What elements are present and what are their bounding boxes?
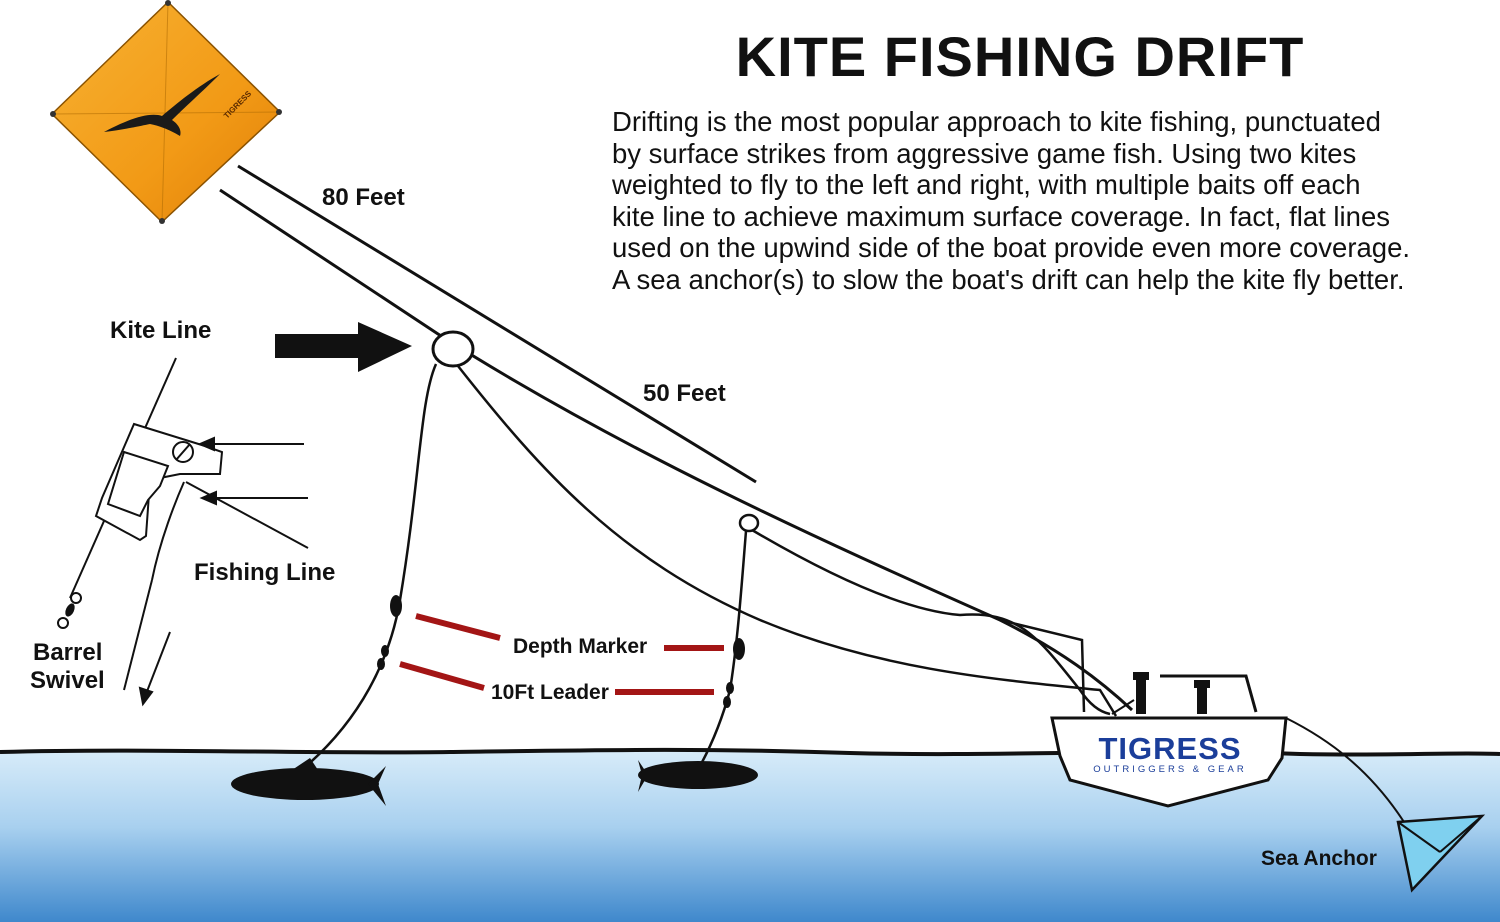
label-swivel: Swivel (30, 667, 105, 694)
description-line: by surface strikes from aggressive game … (612, 137, 1357, 169)
fish-icon (231, 758, 386, 806)
depth-marker-float-1 (390, 595, 402, 617)
description-paragraph: Drifting is the most popular approach to… (612, 106, 1472, 295)
leader-bead-2b (723, 696, 731, 708)
label-depth-marker: Depth Marker (513, 635, 648, 658)
label-barrel: Barrel (33, 639, 103, 666)
bird-icon (104, 74, 220, 136)
leader-bead-1b (377, 658, 385, 670)
boat-icon (1050, 672, 1405, 823)
description-line: kite line to achieve maximum surface cov… (612, 200, 1390, 232)
description-line: A sea anchor(s) to slow the boat's drift… (612, 263, 1405, 295)
label-sea-anchor: Sea Anchor (1261, 847, 1377, 870)
brand-logo-tagline: OUTRIGGERS & GEAR (1093, 764, 1247, 775)
brand-logo-name: TIGRESS (1098, 731, 1242, 766)
arrow-right-icon (275, 322, 412, 372)
release-ring-small (738, 513, 760, 533)
depth-marker-pointers (399, 613, 724, 695)
fish-icon (638, 760, 758, 792)
leader-bead-1a (381, 645, 389, 657)
release-clip-icon (69, 357, 309, 691)
description-line: used on the upwind side of the boat prov… (612, 232, 1411, 263)
pointer-arrows (138, 436, 308, 707)
fishing-line-to-boat-2 (751, 528, 1111, 716)
fishing-line-to-boat-1 (457, 365, 1118, 717)
kite-line-main (219, 188, 1134, 712)
kite-icon (50, 0, 282, 224)
page-title: KITE FISHING DRIFT (735, 25, 1305, 88)
description-line: weighted to fly to the left and right, w… (612, 169, 1361, 200)
label-50-feet: 50 Feet (643, 380, 726, 407)
release-ring-large (431, 330, 475, 368)
barrel-swivel-icon (57, 592, 82, 629)
label-10ft-leader: 10Ft Leader (491, 681, 609, 704)
description-line: Drifting is the most popular approach to… (612, 106, 1381, 137)
label-80-feet: 80 Feet (322, 184, 405, 211)
sea-anchor-icon (1396, 814, 1486, 893)
kite-line-upper (237, 164, 757, 484)
depth-marker-float-2 (733, 638, 745, 660)
label-fishing-line: Fishing Line (194, 559, 336, 586)
water-surface-line (0, 747, 1500, 757)
flat-line (999, 618, 1086, 713)
label-kite-line: Kite Line (110, 317, 212, 344)
leader-bead-2a (726, 682, 734, 694)
